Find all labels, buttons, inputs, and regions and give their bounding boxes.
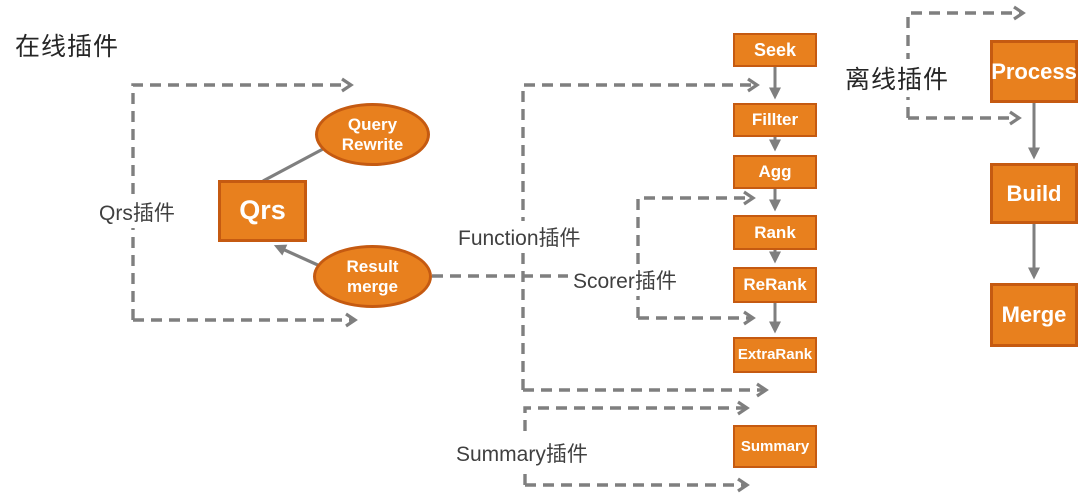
label-scorer-plugin: Scorer插件: [570, 264, 680, 296]
node-qrs: Qrs: [218, 180, 307, 242]
node-rank: Rank: [733, 215, 817, 250]
node-extrarank: ExtraRank: [733, 337, 817, 373]
node-query-rewrite-label: Query Rewrite: [341, 114, 404, 154]
node-agg: Agg: [733, 155, 817, 189]
node-build: Build: [990, 163, 1078, 224]
offline-loop-arrows: [906, 5, 1026, 126]
online-plugins-title: 在线插件: [12, 26, 123, 64]
label-qrs-plugin: Qrs插件: [96, 196, 178, 228]
label-summary-plugin: Summary插件: [453, 437, 591, 469]
node-result-merge-label: Result merge: [346, 256, 399, 296]
node-result-merge: Result merge: [313, 245, 432, 308]
function-loop-arrows: [521, 77, 769, 398]
qrs-relation-lines: [262, 147, 324, 268]
node-rerank: ReRank: [733, 267, 817, 303]
label-function-plugin: Function插件: [455, 221, 584, 253]
node-merge: Merge: [990, 283, 1078, 347]
node-fillter: Fillter: [733, 103, 817, 137]
offline-plugins-title: 离线插件: [842, 59, 953, 97]
node-seek: Seek: [733, 33, 817, 67]
qrs-loop-arrows: [131, 77, 358, 328]
node-query-rewrite: Query Rewrite: [315, 103, 430, 166]
node-process: Process: [990, 40, 1078, 103]
node-summary: Summary: [733, 425, 817, 468]
